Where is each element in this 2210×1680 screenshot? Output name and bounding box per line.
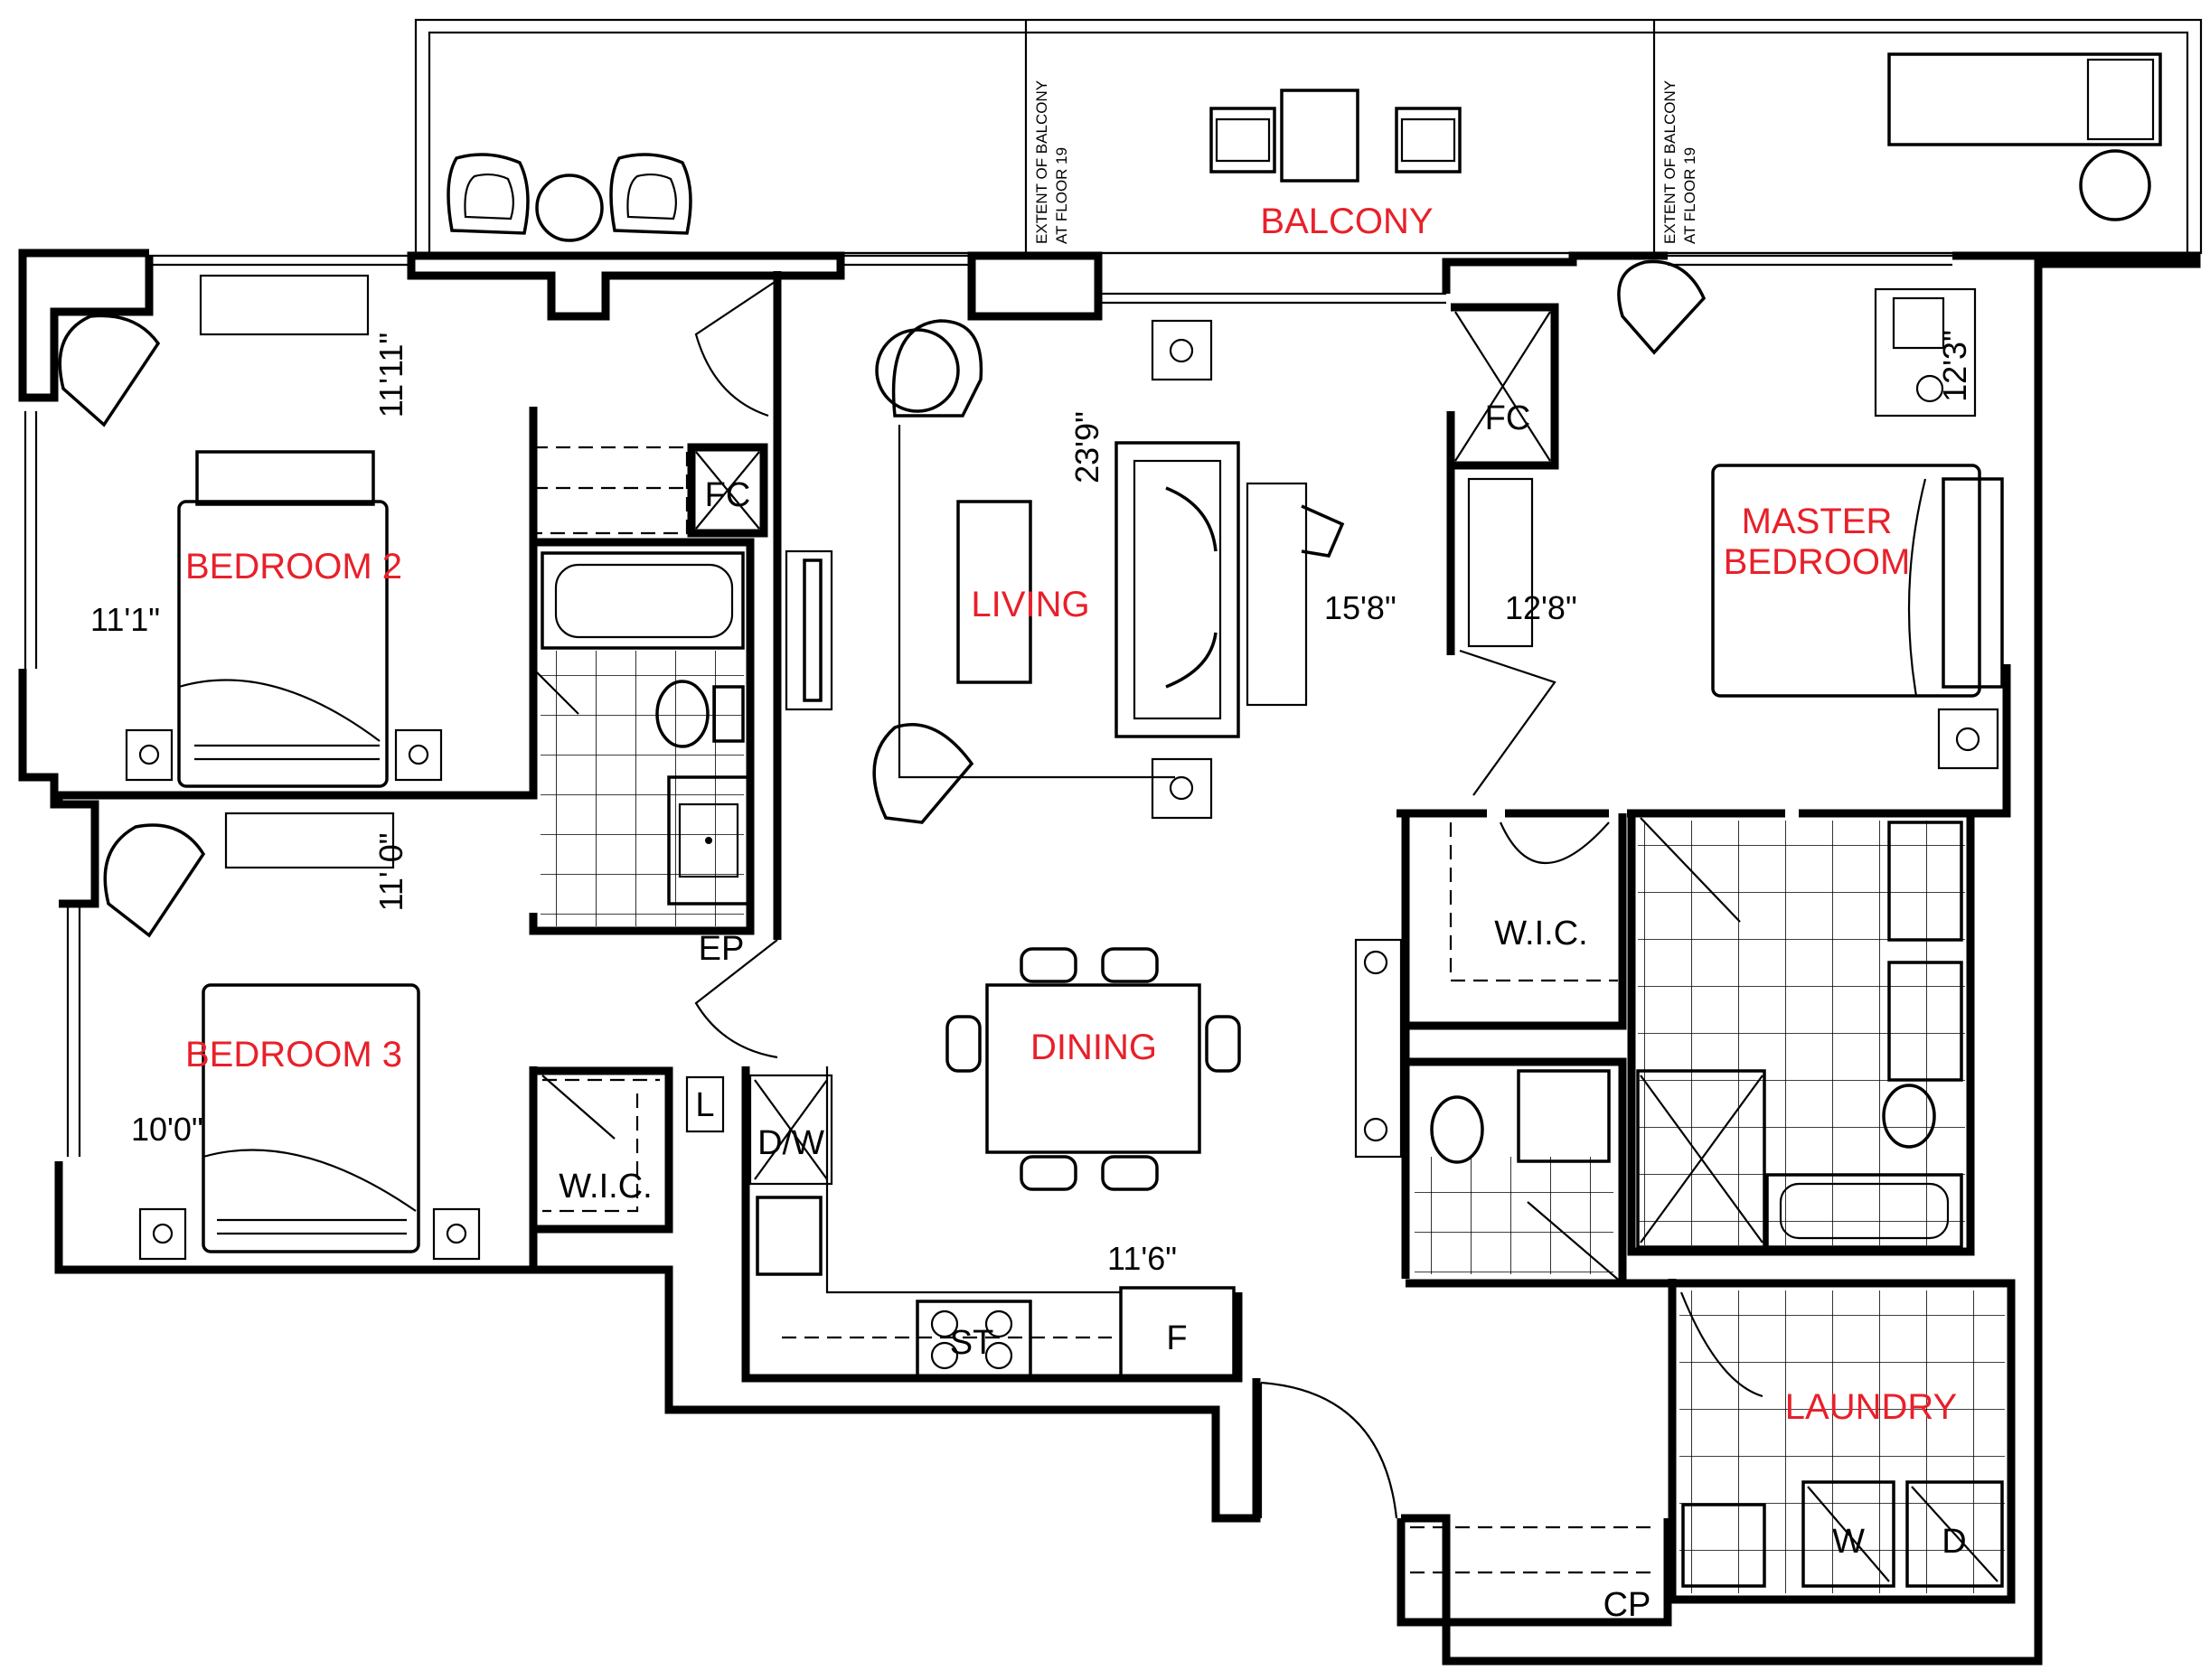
living-width-dim: 15'8" [1324,589,1397,626]
bed3-width-dim: 10'0" [131,1111,203,1148]
balcony-table-icon [535,174,604,242]
door-swings [694,279,1398,1519]
armchair-icon [872,723,974,824]
bedroom-2: BEDROOM 2 11'11" 11'1" [54,274,538,804]
laundry: LAUNDRY W D CP [1397,1279,2016,1627]
extent-note-left-2: AT FLOOR 19 [1053,147,1070,244]
living-room: LIVING 23'9" 15'8" [773,271,1397,940]
fc-left-label: FC [705,476,751,514]
shower-icon [1636,1069,1766,1249]
laundry-label: LAUNDRY [1785,1387,1957,1427]
armchair-icon [1617,259,1707,355]
extent-note-right-1: EXTENT OF BALCONY [1661,80,1679,244]
master-ensuite: W.I.C. [1354,664,2011,1288]
master-width-dim: 12'8" [1505,589,1577,626]
coffee-table-icon [956,500,1032,684]
kitchen-width-dim: 11'6" [1107,1240,1177,1277]
fc-right-label: FC [1485,399,1531,437]
balcony-lounger-icon [1887,52,2162,221]
stove-icon [916,1300,1032,1380]
vanity-icon [1354,938,1403,1159]
bed2-depth-dim: 11'11" [372,333,409,418]
bed-icon [1711,464,2004,698]
bed-icon [177,450,389,788]
living-depth-dim: 23'9" [1068,411,1105,483]
master-depth-dim: 12'3" [1936,330,1973,402]
wic-right-label: W.I.C. [1494,915,1587,953]
bathtub-icon [1765,1173,1963,1249]
fridge-icon [1119,1286,1236,1380]
closet-pantry-label: CP [1603,1586,1651,1624]
kitchen-sink-icon [756,1196,823,1276]
dishwasher-label: D/W [757,1124,824,1162]
linen-label: L [695,1086,714,1124]
living-label: LIVING [971,585,1089,624]
master-bedroom: FC MASTER BEDROOM 12'8" 12'3" [1446,259,2004,796]
bed3-depth-dim: 11' 0" [372,832,409,911]
stove-label: ST [950,1324,994,1362]
bedroom-3-label: BEDROOM 3 [185,1035,402,1075]
extent-note-left-1: EXTENT OF BALCONY [1033,80,1050,244]
balcony: BALCONY EXTENT OF BALCONY AT FLOOR 19 EX… [414,18,2203,255]
nightstand-icon [138,1207,481,1261]
dryer-label: D [1942,1523,1966,1561]
ep-label: EP [699,930,745,968]
fridge-label: F [1166,1319,1187,1357]
armchair-icon [103,823,206,938]
armchair-icon [891,319,983,418]
balcony-dining-set-icon [1209,89,1462,183]
armchair-icon [58,314,161,427]
washer-icon [1801,1480,1895,1588]
wic-left: W.I.C. L [529,1066,725,1234]
main-bath: FC EP [529,443,768,968]
bedroom-2-label: BEDROOM 2 [185,547,402,587]
washer-label: W [1832,1523,1865,1561]
dryer-icon [1905,1480,2004,1588]
bedroom-3: BEDROOM 3 11' 0" 10'0" [103,812,538,1270]
nightstand-icon [125,728,443,782]
balcony-chair-icon [447,153,530,235]
toilet-icon [655,680,745,748]
dining-chair-icon [945,947,1241,1191]
dining-table-icon [985,983,1201,1154]
dining-room: DINING [945,947,1241,1191]
bed2-width-dim: 11'1" [90,601,160,638]
exterior-walls [18,249,2201,1666]
bathtub-icon [541,551,745,650]
master-label-1: MASTER [1742,502,1893,541]
master-label-2: BEDROOM [1724,542,1911,582]
sink-icon [667,775,750,906]
balcony-label: BALCONY [1260,202,1433,241]
sofa-icon [1114,441,1240,738]
kitchen: D/W ST F 11'6" [741,1066,1243,1383]
balcony-chair-icon [609,153,692,235]
extent-note-right-2: AT FLOOR 19 [1681,147,1698,244]
wic-left-label: W.I.C. [559,1168,652,1206]
dining-label: DINING [1030,1028,1157,1067]
tv-console-icon [785,549,833,711]
bed-icon [202,983,420,1253]
